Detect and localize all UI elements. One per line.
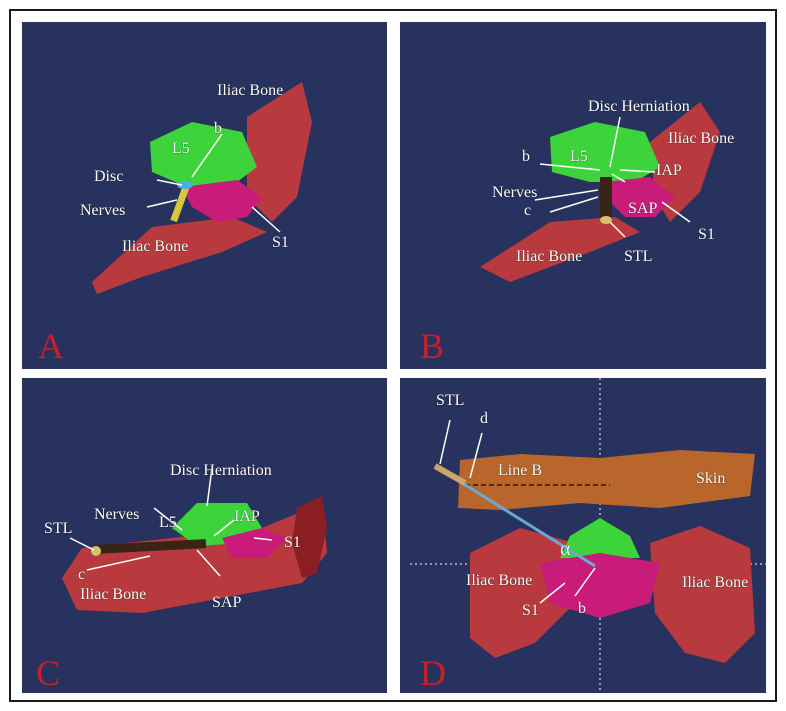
label-iliac-bone-right: Iliac Bone (682, 574, 748, 592)
iliac-bone-right-shape (650, 526, 755, 663)
label-d: d (480, 410, 488, 428)
label-s1: S1 (272, 234, 289, 252)
label-c: c (524, 202, 531, 220)
vertebra-l5-shape (150, 122, 257, 187)
label-stl: STL (436, 392, 464, 410)
stl-cylinder-shape (600, 177, 612, 222)
panel-d: STL d Line B Skin α Iliac Bone Iliac Bon… (400, 378, 766, 693)
label-iliac-bone-left: Iliac Bone (466, 572, 532, 590)
label-alpha: α (560, 540, 570, 558)
label-b: b (214, 120, 222, 138)
stl-tip-shape (91, 546, 101, 556)
label-s1: S1 (284, 534, 301, 552)
panel-a-render (22, 22, 387, 369)
panel-d-render (400, 378, 766, 693)
label-nerves: Nerves (80, 202, 125, 220)
label-iap: IAP (656, 162, 682, 180)
label-b: b (578, 600, 586, 618)
panel-c: Disc Herniation Nerves L5 IAP STL S1 c I… (22, 378, 387, 693)
label-iliac-bone: Iliac Bone (80, 586, 146, 604)
panel-b: Disc Herniation Iliac Bone b L5 IAP Nerv… (400, 22, 766, 369)
label-sap: SAP (212, 594, 241, 612)
label-iap: IAP (234, 508, 260, 526)
label-disc: Disc (94, 168, 123, 186)
panel-letter-d: D (420, 654, 446, 692)
label-nerves: Nerves (492, 184, 537, 202)
label-line-b: Line B (498, 462, 542, 480)
label-iliac-bone-right: Iliac Bone (668, 130, 734, 148)
label-iliac-bone-top: Iliac Bone (217, 82, 283, 100)
label-l5: L5 (159, 514, 177, 532)
label-disc-herniation: Disc Herniation (170, 462, 272, 480)
label-skin: Skin (696, 470, 725, 488)
label-l5: L5 (172, 140, 190, 158)
label-nerves: Nerves (94, 506, 139, 524)
label-s1: S1 (522, 602, 539, 620)
vertebra-l5-shape (550, 122, 660, 182)
panel-b-render (400, 22, 766, 369)
label-l5: L5 (570, 148, 588, 166)
panel-a: Iliac Bone b L5 Disc Nerves Iliac Bone S… (22, 22, 387, 369)
panel-letter-a: A (38, 327, 64, 365)
panel-letter-c: C (36, 654, 60, 692)
label-stl: STL (44, 520, 72, 538)
label-sap: SAP (628, 200, 657, 218)
label-iliac-bone-bottom: Iliac Bone (122, 238, 188, 256)
label-b: b (522, 148, 530, 166)
panel-letter-b: B (420, 327, 444, 365)
label-disc-herniation: Disc Herniation (588, 98, 690, 116)
label-c: c (78, 566, 85, 584)
panel-c-render (22, 378, 387, 693)
label-stl: STL (624, 248, 652, 266)
label-iliac-bone-left: Iliac Bone (516, 248, 582, 266)
label-s1: S1 (698, 226, 715, 244)
